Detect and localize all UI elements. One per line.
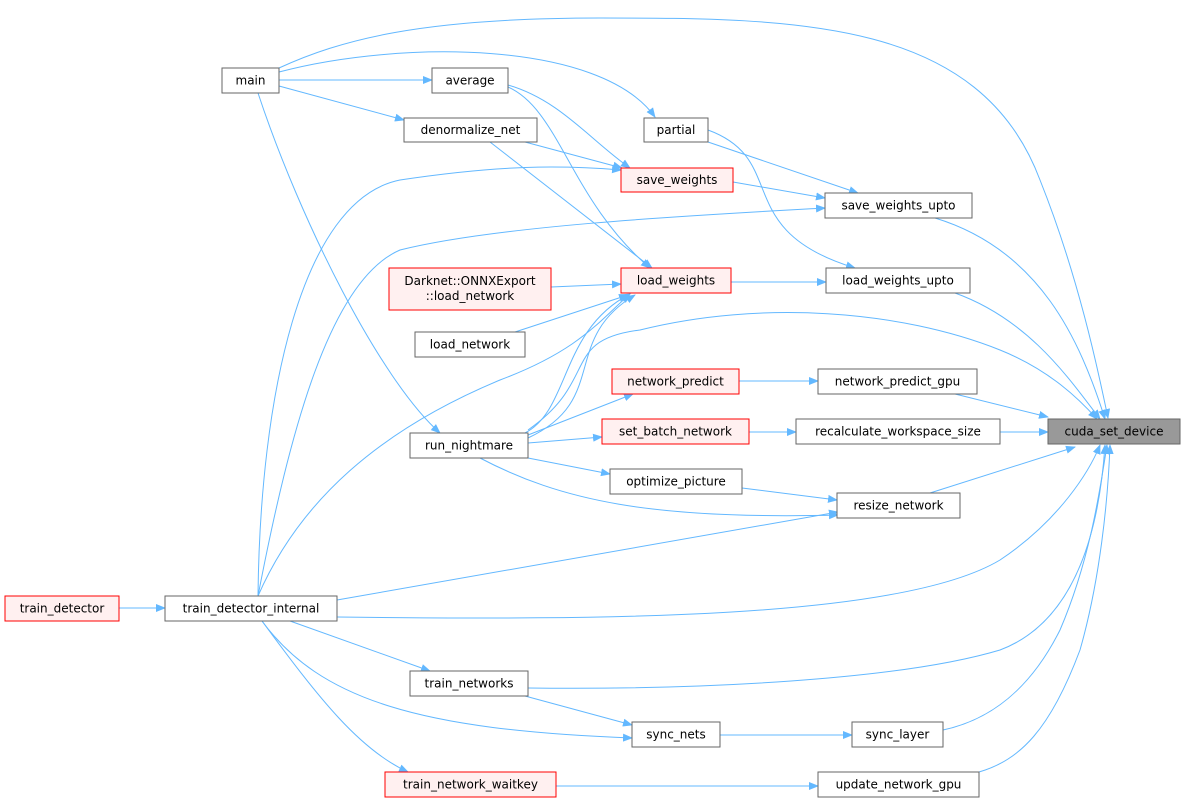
node-label: save_weights <box>637 173 718 187</box>
edge-load_network-load_weights <box>514 293 629 333</box>
node-label: train_detector_internal <box>183 602 320 616</box>
node-label: load_weights_upto <box>842 274 954 288</box>
edge-run_nightmare-set_batch_network <box>527 433 603 444</box>
node-label: run_nightmare <box>425 439 513 453</box>
edge-run_nightmare-load_weights-2 <box>527 294 636 439</box>
edge-run_nightmare-optimize_picture <box>527 457 611 477</box>
edge-network_predict_gpu-cuda_set_device <box>954 393 1049 419</box>
node-label: recalculate_workspace_size <box>815 425 981 439</box>
edge-train_detector_internal-sync_nets <box>261 620 633 742</box>
node-set-batch-network[interactable]: set_batch_network <box>601 418 750 445</box>
edge-run_nightmare-resize_network <box>479 457 839 520</box>
edge-onnx-load_weights <box>550 280 622 289</box>
edge-main-run_nightmare <box>257 92 441 434</box>
edge-train_networks-sync_nets <box>524 695 633 727</box>
edge-train_detector_internal-train_networks <box>289 620 431 672</box>
edge-resize_network-cuda_set_device <box>929 445 1076 494</box>
edge-update_network_gpu-cuda_set_device <box>978 444 1114 773</box>
node-save-weights-upto[interactable]: save_weights_upto <box>824 192 973 219</box>
edge-main-cuda_set_device <box>278 17 1111 419</box>
edge-run_nightmare-cuda_set_device <box>527 312 1098 431</box>
edge-denormalize_net-save_weights <box>524 141 623 170</box>
edge-average-load_weights <box>507 86 651 269</box>
edge-main-partial <box>278 51 656 118</box>
node-sync-nets[interactable]: sync_nets <box>631 721 721 748</box>
node-label: ::load_network <box>426 289 515 303</box>
node-label: update_network_gpu <box>836 778 962 792</box>
edge-sync_layer-cuda_set_device <box>942 444 1110 731</box>
edge-save_weights_upto-cuda_set_device <box>934 217 1107 420</box>
edge-train_detector_internal-save_weights <box>257 165 622 597</box>
edge-train_detector_internal-cuda_set_device <box>336 444 1101 619</box>
node-label: resize_network <box>853 499 943 513</box>
node-label: train_detector <box>20 602 105 616</box>
node-label: Darknet::ONNXExport <box>404 274 535 288</box>
node-load-weights-upto[interactable]: load_weights_upto <box>825 267 971 294</box>
node-label: main <box>236 74 266 88</box>
node-run-nightmare[interactable]: run_nightmare <box>409 432 529 459</box>
nodes: main average denormalize_net partial sav… <box>4 67 1181 798</box>
node-update-network-gpu[interactable]: update_network_gpu <box>817 771 980 798</box>
edge-main-denormalize_net <box>278 85 405 122</box>
edge-average-save_weights <box>507 84 631 169</box>
edge-partial-save_weights_upto <box>707 141 859 194</box>
node-save-weights[interactable]: save_weights <box>620 167 734 193</box>
edges <box>119 17 1114 790</box>
node-label: sync_layer <box>866 728 930 742</box>
node-label: average <box>445 74 494 88</box>
node-resize-network[interactable]: resize_network <box>836 492 961 519</box>
node-network-predict-gpu[interactable]: network_predict_gpu <box>817 368 978 395</box>
node-label: denormalize_net <box>421 123 521 137</box>
edge-save_weights-save_weights_upto <box>732 181 826 201</box>
node-label: load_weights <box>637 274 715 288</box>
edge-run_nightmare-load_weights <box>524 293 631 434</box>
edge-partial-load_weights_upto <box>707 129 856 270</box>
node-label: partial <box>657 123 696 137</box>
node-label: save_weights_upto <box>841 199 955 213</box>
node-denormalize-net[interactable]: denormalize_net <box>403 117 538 143</box>
node-label: sync_nets <box>646 728 706 742</box>
node-main[interactable]: main <box>221 67 280 94</box>
node-average[interactable]: average <box>431 67 509 94</box>
node-cuda-set-device[interactable]: cuda_set_device <box>1047 418 1181 445</box>
node-label: train_networks <box>425 677 514 691</box>
node-network-predict[interactable]: network_predict <box>611 368 740 395</box>
edge-load_weights_upto-cuda_set_device <box>954 292 1101 420</box>
node-label: train_network_waitkey <box>403 778 538 792</box>
edge-train_detector_internal-load_weights <box>257 293 631 597</box>
edge-run_nightmare-network_predict <box>527 393 634 436</box>
node-label: set_batch_network <box>619 425 732 439</box>
edge-train_detector_internal-resize_network <box>336 509 839 601</box>
node-partial[interactable]: partial <box>643 117 709 143</box>
node-label: network_predict_gpu <box>835 375 961 389</box>
node-optimize-picture[interactable]: optimize_picture <box>609 468 743 495</box>
edge-train_detector_internal-train_network_waitkey <box>261 620 409 773</box>
node-train-detector-internal[interactable]: train_detector_internal <box>164 595 338 622</box>
node-load-network[interactable]: load_network <box>414 331 526 358</box>
node-train-networks[interactable]: train_networks <box>409 670 529 697</box>
node-onnx-load-network[interactable]: Darknet::ONNXExport::load_network <box>388 267 552 311</box>
node-train-detector[interactable]: train_detector <box>4 595 120 622</box>
node-label: load_network <box>430 338 510 352</box>
edge-optimize_picture-resize_network <box>741 487 838 503</box>
node-label: cuda_set_device <box>1065 425 1164 439</box>
node-recalculate-workspace-size[interactable]: recalculate_workspace_size <box>795 418 1001 445</box>
edge-denormalize_net-load_weights <box>489 141 653 269</box>
node-label: network_predict <box>627 375 724 389</box>
node-sync-layer[interactable]: sync_layer <box>851 721 944 748</box>
edge-train_detector_internal-save_weights_upto <box>257 204 826 597</box>
node-label: optimize_picture <box>626 475 726 489</box>
node-load-weights[interactable]: load_weights <box>620 267 732 294</box>
node-train-network-waitkey[interactable]: train_network_waitkey <box>384 771 557 798</box>
